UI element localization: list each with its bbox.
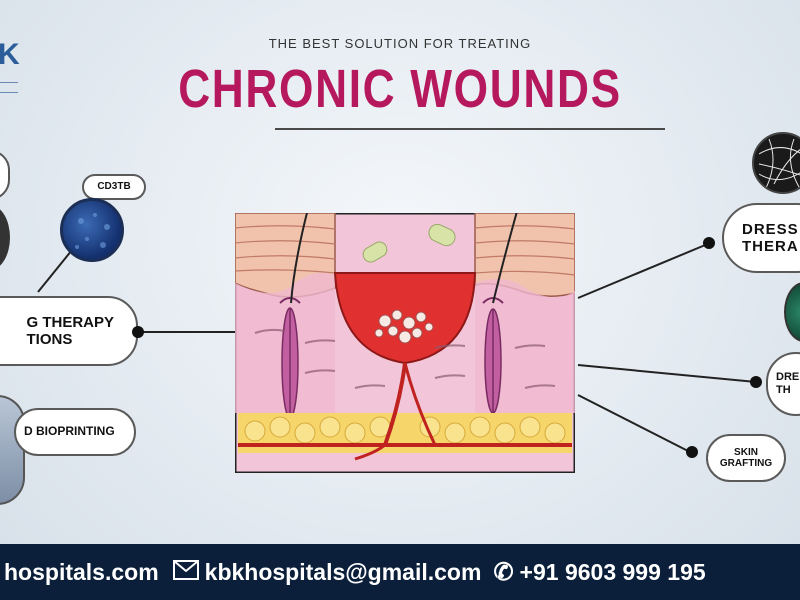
connector-dot <box>750 376 762 388</box>
fiber-scaffold-image <box>752 132 800 194</box>
label-text: DRESS THERA <box>742 220 799 255</box>
label-text: SKIN GRAFTING <box>719 446 773 470</box>
connector-dot <box>703 237 715 249</box>
logo-mark: K <box>0 38 20 71</box>
label-right-bottom: SKIN GRAFTING <box>706 434 786 482</box>
wound-diagram <box>235 213 575 473</box>
label-text: DRE TH <box>776 371 800 396</box>
left-dark-circle <box>0 205 10 270</box>
email-text: kbkhospitals@gmail.com <box>204 558 482 585</box>
subtitle: THE BEST SOLUTION FOR TREATING <box>268 36 532 51</box>
mail-icon <box>172 559 199 586</box>
cell-texture <box>75 213 110 249</box>
label-right-top: DRESS THERA <box>722 203 800 273</box>
connector-dot <box>686 446 698 458</box>
badge-label: CD3TB <box>97 181 131 193</box>
label-left-bottom: D BIOPRINTING <box>14 408 136 456</box>
connector-dot <box>132 326 144 338</box>
logo-rule <box>0 82 18 83</box>
label-left-middle: G THERAPY TIONS <box>0 296 138 366</box>
badge-cd3tb: CD3TB <box>82 174 146 200</box>
website-text: hospitals.com <box>4 558 159 585</box>
contact-footer: hospitals.com kbkhospitals@gmail.com ✆ +… <box>0 544 800 600</box>
phone-text: +91 9603 999 195 <box>519 558 706 585</box>
page-title: CHRONIC WOUNDS <box>178 59 622 119</box>
label-text: G THERAPY TIONS <box>26 313 114 348</box>
label-text: D BIOPRINTING <box>24 424 115 439</box>
fiber-texture <box>758 138 800 192</box>
title-underline <box>275 128 665 130</box>
phone-icon: ✆ <box>493 558 514 586</box>
blue-cell-image <box>60 198 124 262</box>
logo-rule <box>0 92 18 93</box>
